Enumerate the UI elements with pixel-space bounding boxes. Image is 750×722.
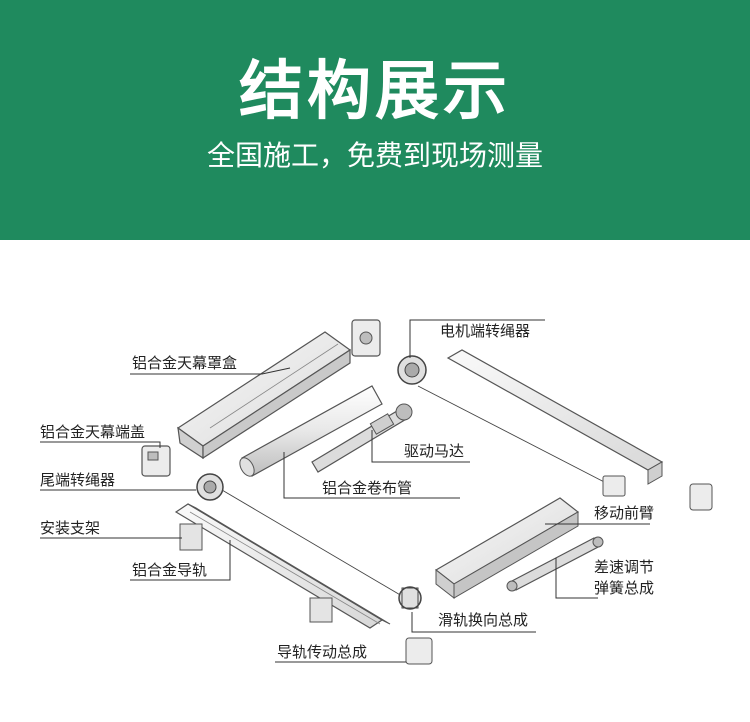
label-awning-box: 铝合金天幕罩盒 (132, 354, 237, 372)
label-spring-line2: 弹簧总成 (594, 579, 654, 597)
label-guide-rail: 铝合金导轨 (132, 561, 207, 579)
diagram-svg: 铝合金天幕罩盒 铝合金天幕端盖 尾端转绳器 安装支架 铝合金导轨 导轨传动总成 … (40, 319, 713, 665)
motor-rope-rotator-part (397, 355, 427, 385)
right-bracket-parts (602, 475, 713, 511)
header-banner: 结构展示 全国施工，免费到现场测量 (0, 0, 750, 240)
label-drive-motor: 驱动马达 (404, 442, 464, 460)
upper-right-rail-part (417, 349, 664, 487)
label-rail-drive-assembly: 导轨传动总成 (277, 643, 367, 661)
drive-motor-part (311, 403, 413, 473)
label-awning-end-cap: 铝合金天幕端盖 (40, 423, 145, 441)
leader-lines (40, 319, 650, 663)
rail-drive-part (405, 637, 433, 665)
tail-rope-rotator-part (196, 473, 224, 501)
end-cap-part (141, 445, 171, 477)
moving-front-arm-part (434, 497, 580, 600)
label-spring-line1: 差速调节 (594, 558, 654, 576)
label-motor-rope-rotator: 电机端转绳器 (440, 322, 530, 340)
label-roller-tube: 铝合金卷布管 (322, 479, 412, 497)
spring-assembly-part (506, 536, 604, 592)
structure-diagram: 铝合金天幕罩盒 铝合金天幕端盖 尾端转绳器 安装支架 铝合金导轨 导轨传动总成 … (0, 240, 750, 718)
awning-box-part (176, 331, 352, 460)
left-guide-rail-part (174, 489, 403, 629)
label-mounting-bracket: 安装支架 (40, 519, 100, 537)
label-slide-reversing: 滑轨换向总成 (438, 611, 528, 629)
page-subtitle: 全国施工，免费到现场测量 (206, 139, 543, 172)
slide-reversing-part (398, 586, 422, 610)
roller-tube-part (239, 385, 383, 477)
motor-bracket-part (351, 319, 381, 357)
mounting-bracket-parts (179, 523, 333, 623)
page-title: 结构展示 (239, 55, 511, 129)
label-moving-front-arm: 移动前臂 (594, 504, 654, 522)
label-tail-rope-rotator: 尾端转绳器 (40, 471, 115, 489)
